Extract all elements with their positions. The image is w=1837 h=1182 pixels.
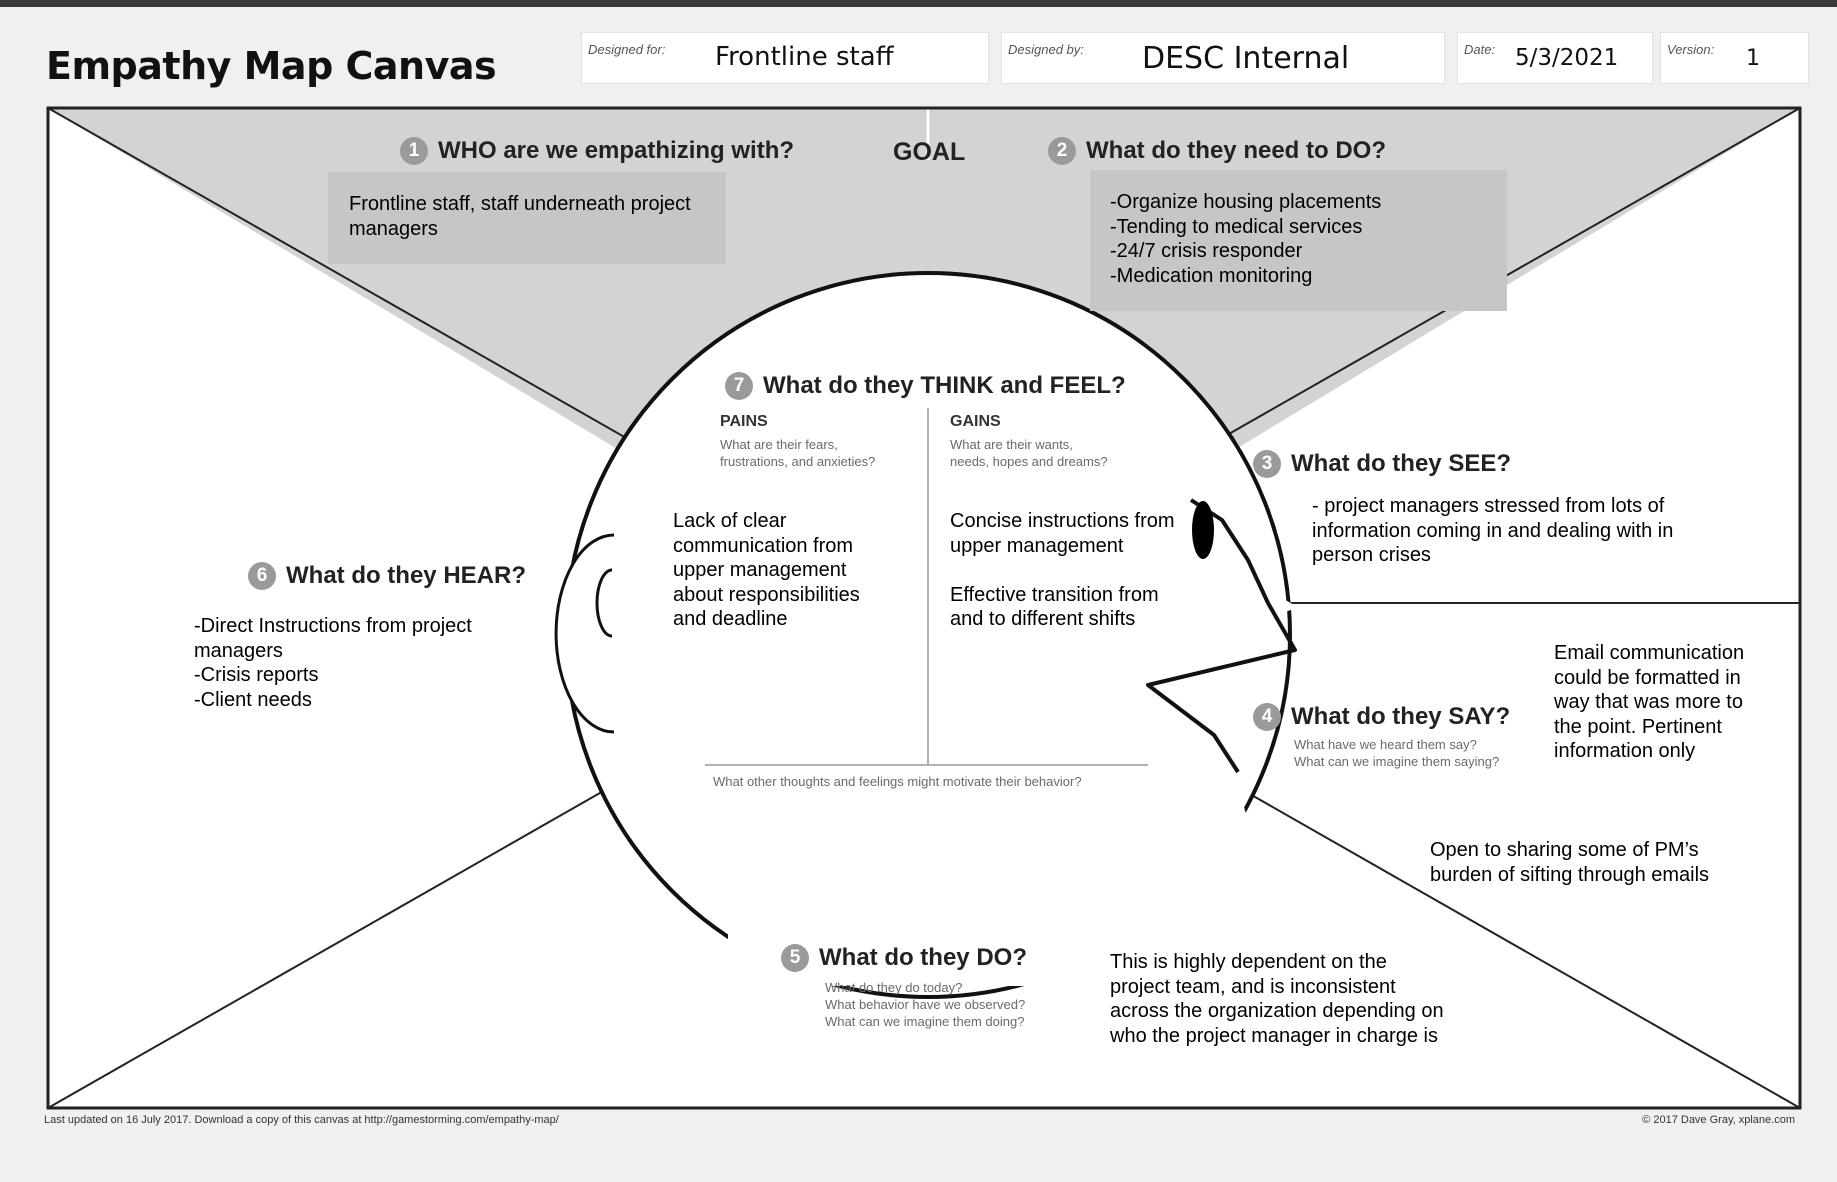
designed-for-field[interactable]: Designed for: Frontline staff bbox=[581, 32, 989, 84]
top-border bbox=[0, 0, 1837, 7]
step-7-badge: 7 bbox=[725, 372, 753, 400]
say-heading: 4 What do they SAY? bbox=[1253, 703, 1510, 731]
think-bottom-question: What other thoughts and feelings might m… bbox=[713, 774, 1082, 789]
ear-inner bbox=[595, 568, 613, 638]
who-note-box: Frontline staff, staff underneath projec… bbox=[328, 172, 726, 264]
step-5-badge: 5 bbox=[781, 944, 809, 972]
think-feel-heading: 7 What do they THINK and FEEL? bbox=[725, 372, 1126, 400]
say-note-2: Open to sharing some of PM’s burden of s… bbox=[1430, 839, 1710, 886]
gains-subtitle: What are their wants, needs, hopes and d… bbox=[950, 437, 1108, 469]
step-1-badge: 1 bbox=[400, 137, 428, 165]
step-3-badge: 3 bbox=[1253, 450, 1281, 478]
do-need-heading-text: What do they need to DO? bbox=[1086, 137, 1386, 164]
who-heading-text: WHO are we empathizing with? bbox=[438, 137, 795, 164]
do-subtitle: What do they do today? What behavior hav… bbox=[825, 980, 1026, 1029]
pains-label: PAINS bbox=[720, 413, 768, 430]
see-heading: 3 What do they SEE? bbox=[1253, 450, 1511, 478]
hear-note: -Direct Instructions from project manage… bbox=[194, 615, 472, 711]
designed-by-label: Designed by: bbox=[1008, 42, 1084, 57]
version-label: Version: bbox=[1667, 42, 1715, 57]
see-note: - project managers stressed from lots of… bbox=[1312, 495, 1674, 566]
page-title: Empathy Map Canvas bbox=[46, 44, 497, 88]
canvas-border bbox=[46, 106, 1802, 1110]
say-heading-text: What do they SAY? bbox=[1291, 703, 1511, 730]
do-need-heading: 2 What do they need to DO? bbox=[1048, 137, 1386, 165]
hear-heading: 6 What do they HEAR? bbox=[248, 562, 526, 590]
date-field[interactable]: Date: 5/3/2021 bbox=[1457, 32, 1653, 84]
designed-for-value: Frontline staff bbox=[715, 42, 894, 72]
goal-label: GOAL bbox=[893, 138, 966, 166]
do-heading-text: What do they DO? bbox=[819, 944, 1027, 971]
hear-heading-text: What do they HEAR? bbox=[286, 562, 526, 589]
do-need-note: -Organize housing placements -Tending to… bbox=[1110, 191, 1382, 287]
date-label: Date: bbox=[1464, 42, 1496, 57]
do-heading: 5 What do they DO? bbox=[781, 944, 1027, 972]
footer-right: © 2017 Dave Gray, xplane.com bbox=[1642, 1114, 1795, 1126]
face-profile bbox=[1146, 498, 1297, 774]
version-value: 1 bbox=[1746, 46, 1760, 71]
designed-by-field[interactable]: Designed by: DESC Internal bbox=[1001, 32, 1445, 84]
step-6-badge: 6 bbox=[248, 562, 276, 590]
footer-left: Last updated on 16 July 2017. Download a… bbox=[44, 1114, 559, 1126]
gains-label: GAINS bbox=[950, 413, 1001, 430]
designed-by-value: DESC Internal bbox=[1142, 41, 1350, 76]
who-heading: 1 WHO are we empathizing with? bbox=[400, 137, 794, 165]
see-heading-text: What do they SEE? bbox=[1291, 450, 1512, 477]
designed-for-label: Designed for: bbox=[588, 42, 666, 57]
date-value: 5/3/2021 bbox=[1515, 45, 1619, 71]
think-feel-heading-text: What do they THINK and FEEL? bbox=[763, 372, 1126, 399]
pains-subtitle: What are their fears, frustrations, and … bbox=[720, 437, 876, 469]
pains-note: Lack of clear communication from upper m… bbox=[673, 510, 860, 630]
say-note-1: Email communication could be formatted i… bbox=[1554, 642, 1745, 762]
do-need-note-box: -Organize housing placements -Tending to… bbox=[1090, 170, 1507, 311]
say-subtitle: What have we heard them say? What can we… bbox=[1294, 737, 1500, 769]
version-field[interactable]: Version: 1 bbox=[1660, 32, 1809, 84]
eye bbox=[1192, 501, 1214, 559]
face-mask bbox=[1120, 525, 1298, 1000]
step-4-badge: 4 bbox=[1253, 703, 1281, 731]
do-note: This is highly dependent on the project … bbox=[1110, 951, 1444, 1047]
gains-note: Concise instructions from upper manageme… bbox=[950, 510, 1175, 630]
who-note: Frontline staff, staff underneath projec… bbox=[349, 193, 691, 240]
step-2-badge: 2 bbox=[1048, 137, 1076, 165]
